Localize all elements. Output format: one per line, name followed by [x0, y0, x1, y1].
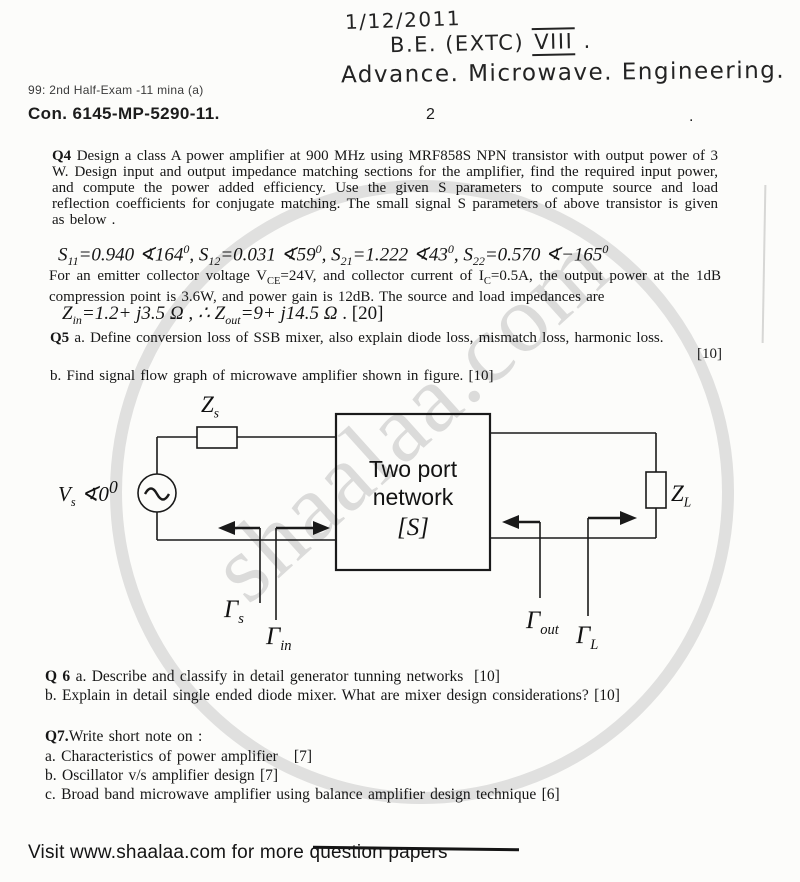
gamma-s-arrowhead [218, 521, 235, 535]
zs-label: Zs [201, 392, 219, 421]
question-6a-text: Q 6 a. Describe and classify in detail g… [45, 669, 735, 685]
zl-resistor [645, 471, 667, 509]
ac-sine-glyph [143, 487, 171, 501]
handwritten-date: 1/12/2011 [344, 5, 462, 35]
question-7b-text: b. Oscillator v/s amplifier design [7] [45, 767, 279, 784]
footer-site-note: Visit www.shaalaa.com for more question … [28, 842, 448, 863]
question-5-label: Q5 [50, 330, 70, 346]
bias-conditions-text: For an emitter collector voltage VCE=24V… [49, 268, 721, 305]
question-5b-text: b. Find signal flow graph of microwave a… [50, 368, 494, 384]
two-port-network-box [334, 412, 492, 572]
handwritten-semester-roman: VIII [532, 27, 576, 57]
question-4-body: Design a class A power amplifier at 900 … [52, 148, 718, 228]
question-4-text: Q4 Design a class A power amplifier at 9… [52, 148, 718, 229]
gamma-s-label: Γs [224, 596, 244, 627]
question-4-label: Q4 [52, 148, 72, 164]
question-5a-body: a. Define conversion loss of SSB mixer, … [69, 330, 664, 346]
question-7-title: Q7.Write short note on : [45, 729, 735, 745]
s-parameters-equation: S11=0.940 ∢1640, S12=0.031 ∢590, S21=1.2… [58, 242, 609, 269]
question-6-label: Q 6 [45, 668, 71, 685]
two-port-line1: Two port [368, 456, 458, 482]
question-6a-body: a. Describe and classify in detail gener… [70, 668, 500, 685]
diagram-canvas [137, 412, 667, 620]
scan-artifact-line [761, 184, 767, 344]
gamma-in-label: Γin [266, 623, 292, 654]
gamma-in-arrowhead [313, 521, 330, 535]
question-6b-text: b. Explain in detail single ended diode … [45, 687, 620, 704]
question-7c-text: c. Broad band microwave amplifier using … [45, 786, 560, 803]
question-7a-text: a. Characteristics of power amplifier [7… [45, 748, 313, 765]
handwritten-course: B.E. (EXTC) VIII . [389, 27, 592, 58]
exam-reference: 99: 2nd Half-Exam -11 mina (a) [28, 83, 204, 97]
gamma-out-arrowhead [502, 515, 519, 529]
zl-label: ZL [671, 481, 692, 510]
signal-flow-diagram: Zs Vs ∢00 Two port network [S] ZL Γs Γin… [0, 392, 800, 663]
question-5a-text: Q5 a. Define conversion loss of SSB mixe… [50, 330, 718, 347]
handwritten-subject: Advance. Microwave. Engineering. [340, 57, 786, 89]
s-matrix-label: [S] [397, 514, 429, 541]
question-5a-marks: [10] [697, 346, 722, 362]
impedance-equation: Zin=1.2+ j3.5 Ω , ∴ Zout=9+ j14.5 Ω . [2… [62, 303, 384, 327]
gamma-l-label: ΓL [576, 622, 599, 653]
gamma-out-label: Γout [526, 607, 559, 638]
two-port-network-label: Two port network [S] [336, 455, 490, 542]
question-7-title-body: Write short note on : [68, 728, 203, 745]
handwritten-course-prefix: B.E. (EXTC) [389, 30, 533, 58]
stray-dot: . [689, 108, 694, 125]
vs-source-label: Vs ∢00 [58, 477, 118, 510]
page-number: 2 [426, 106, 435, 123]
zs-resistor [196, 426, 238, 449]
gamma-l-arrowhead [620, 511, 637, 525]
handwritten-course-suffix: . [574, 28, 592, 54]
con-number: Con. 6145-MP-5290-11. [28, 104, 220, 123]
question-7-label: Q7. [45, 728, 69, 745]
two-port-line2: network [372, 484, 454, 510]
